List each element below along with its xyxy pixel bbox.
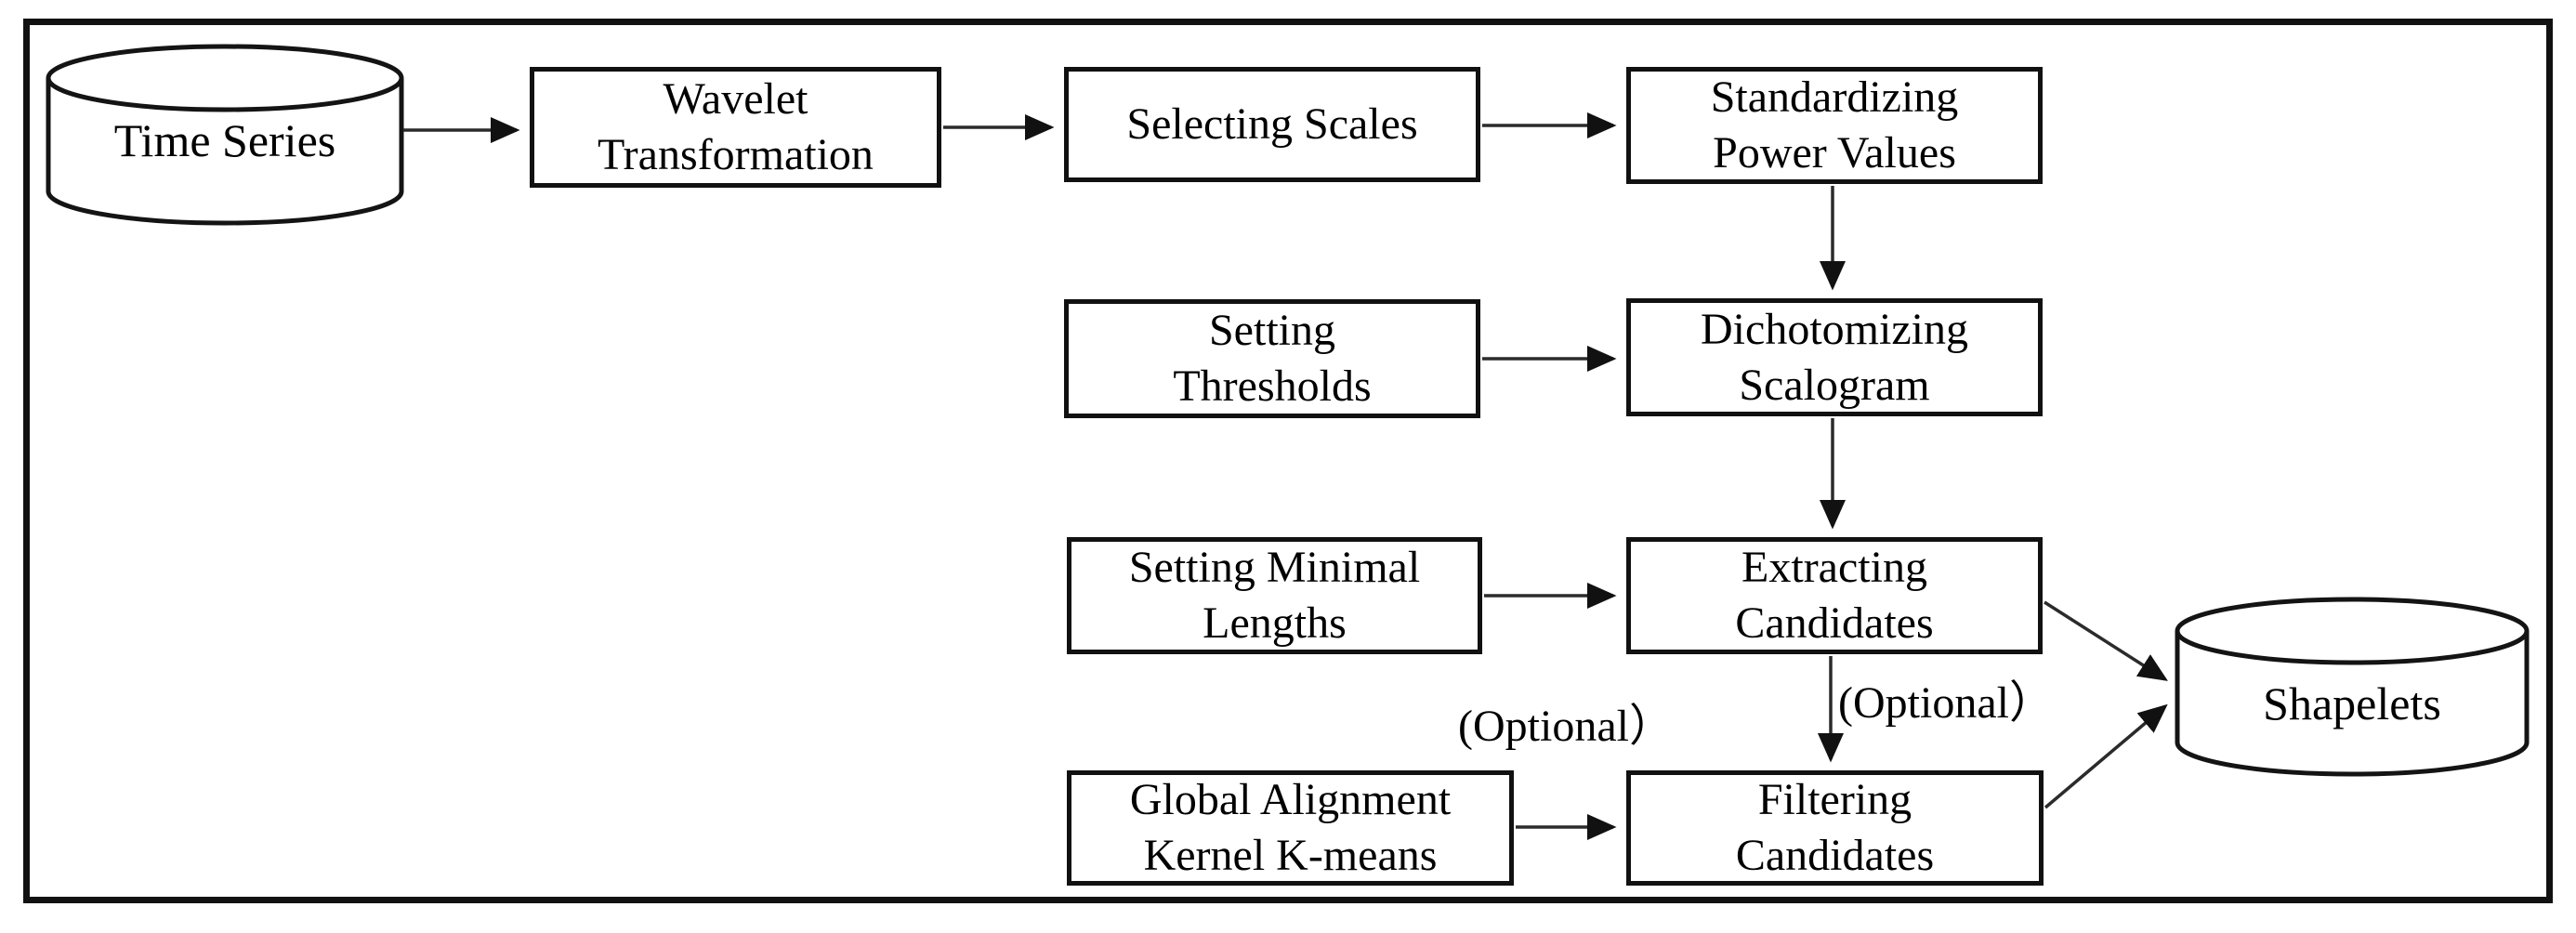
database-label-time-series: Time Series xyxy=(113,114,336,166)
node-label: Power Values xyxy=(1713,128,1956,177)
node-standardizing-power-values: Standardizing Power Values xyxy=(1626,67,2043,184)
annotation-optional-left: (Optional） xyxy=(1458,702,1674,751)
node-label: Dichotomizing xyxy=(1701,304,1968,354)
node-label: Setting Minimal xyxy=(1128,543,1421,592)
node-label: Extracting xyxy=(1741,543,1927,592)
node-label: Setting xyxy=(1208,306,1335,355)
node-filtering-candidates: Filtering Candidates xyxy=(1626,770,2044,886)
node-setting-thresholds: Setting Thresholds xyxy=(1064,299,1480,418)
node-label: Transformation xyxy=(598,130,874,179)
database-label-shapelets: Shapelets xyxy=(2263,677,2441,729)
node-label: Kernel K-means xyxy=(1143,831,1438,880)
node-label: Candidates xyxy=(1735,831,1935,880)
node-label: Thresholds xyxy=(1173,361,1372,411)
annotation-optional-right: (Optional） xyxy=(1838,678,2054,728)
node-label: Lengths xyxy=(1203,598,1347,648)
node-label: Global Alignment xyxy=(1129,775,1452,824)
node-global-alignment-kernel-kmeans: Global Alignment Kernel K-means xyxy=(1067,770,1514,886)
node-setting-minimal-lengths: Setting Minimal Lengths xyxy=(1067,537,1482,654)
node-label: Filtering xyxy=(1757,775,1912,824)
node-label: Standardizing xyxy=(1710,72,1959,122)
node-selecting-scales: Selecting Scales xyxy=(1064,67,1480,182)
node-label: Selecting Scales xyxy=(1126,99,1418,149)
diagram-border xyxy=(23,19,2553,903)
node-label: Candidates xyxy=(1735,598,1934,648)
node-extracting-candidates: Extracting Candidates xyxy=(1626,537,2043,654)
node-label: Wavelet xyxy=(663,74,808,124)
node-dichotomizing-scalogram: Dichotomizing Scalogram xyxy=(1626,298,2043,416)
node-label: Scalogram xyxy=(1739,360,1930,410)
node-wavelet-transformation: Wavelet Transformation xyxy=(530,67,941,188)
